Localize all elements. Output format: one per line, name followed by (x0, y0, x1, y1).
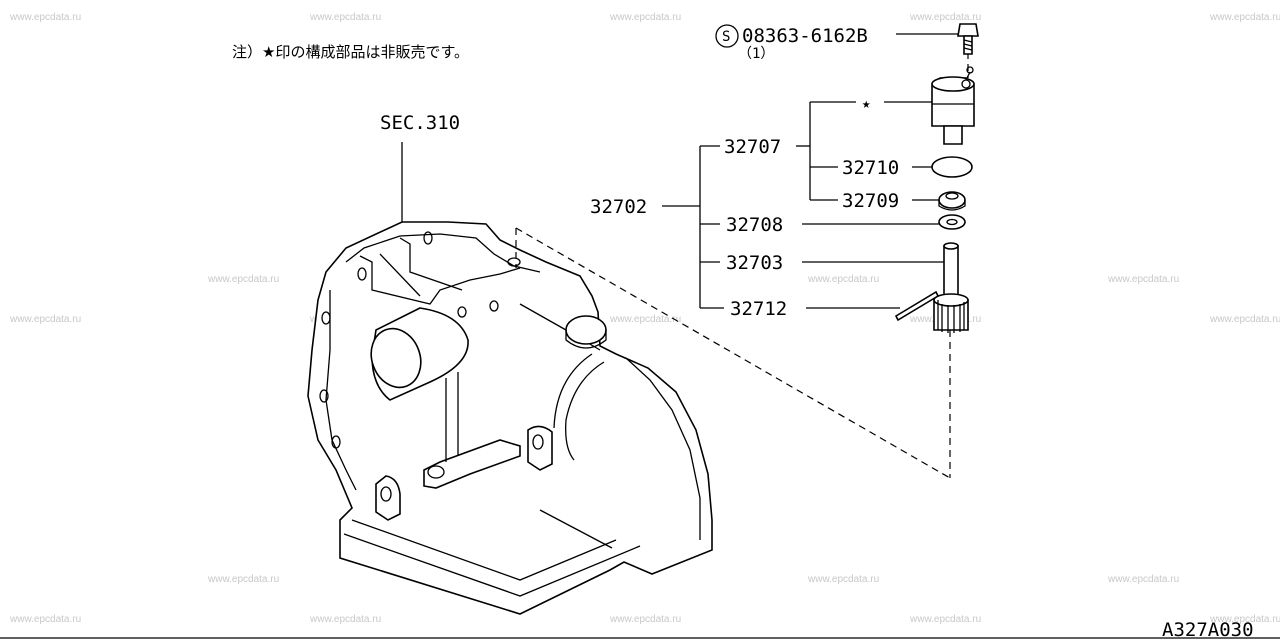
pin-part[interactable] (894, 290, 940, 322)
transmission-case-drawing (307, 221, 713, 615)
part-label-32702[interactable]: 32702 (590, 196, 647, 218)
watermark: www.epcdata.ru (9, 614, 81, 625)
watermark: www.epcdata.ru (609, 314, 681, 325)
watermark: www.epcdata.ru (207, 574, 279, 585)
watermark: www.epcdata.ru (1209, 314, 1280, 325)
bolt-prefix-symbol: S (722, 29, 730, 45)
watermark: www.epcdata.ru (909, 614, 981, 625)
watermark: www.epcdata.ru (9, 314, 81, 325)
watermark: www.epcdata.ru (9, 12, 81, 23)
part-label-32703[interactable]: 32703 (726, 252, 783, 274)
bolt-callout[interactable]: S 08363-6162B （1） (715, 24, 868, 62)
part-label-32712[interactable]: 32712 (730, 298, 787, 320)
diagram-code: A327A030 (1162, 619, 1254, 640)
watermark: www.epcdata.ru (1209, 12, 1280, 23)
part-label-32709[interactable]: 32709 (842, 190, 899, 212)
bolt-quantity: （1） (738, 46, 774, 62)
speedometer-sensor-part[interactable] (931, 66, 975, 145)
watermark: www.epcdata.ru (207, 274, 279, 285)
bolt-part-number[interactable]: 08363-6162B (742, 25, 868, 47)
watermark: www.epcdata.ru (609, 12, 681, 23)
part-label-32707[interactable]: 32707 (724, 136, 781, 158)
leader-lines (662, 33, 958, 309)
bolt-part[interactable] (957, 23, 979, 55)
part-label-32708[interactable]: 32708 (726, 214, 783, 236)
watermark: www.epcdata.ru (807, 274, 879, 285)
watermark: www.epcdata.ru (609, 614, 681, 625)
watermark: www.epcdata.ru (309, 614, 381, 625)
not-sold-star-icon: ★ (862, 96, 871, 112)
watermark: www.epcdata.ru (1209, 614, 1280, 625)
watermark: www.epcdata.ru (909, 12, 981, 23)
watermark: www.epcdata.ru (309, 12, 381, 23)
watermark: www.epcdata.ru (1107, 574, 1179, 585)
section-reference-label[interactable]: SEC.310 (380, 112, 460, 134)
watermark: www.epcdata.ru (1107, 274, 1179, 285)
washer-part[interactable] (938, 214, 966, 230)
part-label-32710[interactable]: 32710 (842, 157, 899, 179)
note-text: 注）★印の構成部品は非販売です。 (232, 43, 469, 61)
watermark: www.epcdata.ru (807, 574, 879, 585)
s-circle-icon (715, 24, 739, 48)
bushing-part[interactable] (938, 191, 966, 211)
drive-gear-shaft-part[interactable] (933, 242, 969, 333)
o-ring-part[interactable] (931, 156, 973, 178)
